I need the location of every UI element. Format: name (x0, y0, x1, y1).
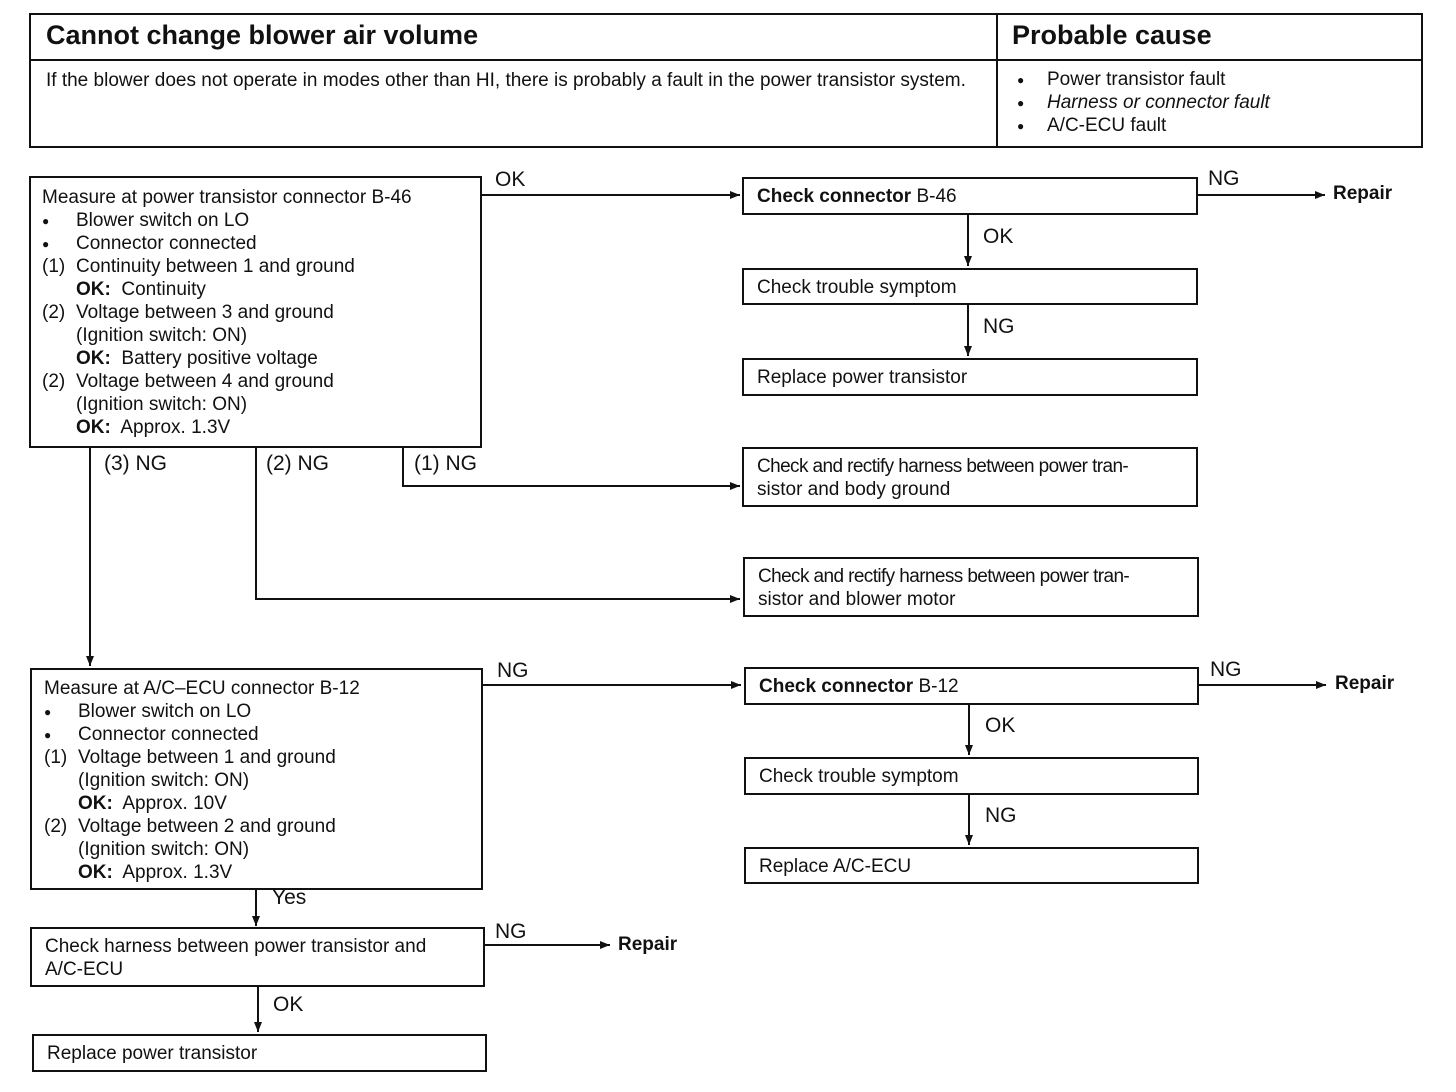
step-condition: (Ignition switch: ON) (78, 839, 250, 860)
symptom-description: If the blower does not operate in modes … (46, 70, 966, 91)
step-condition: (Ignition switch: ON) (76, 325, 248, 346)
flow-label-ng: NG (983, 315, 1015, 338)
step-item: (1)Voltage between 1 and ground (44, 747, 336, 768)
replace-power-transistor-box: Replace power transistor (742, 358, 1198, 396)
check-connector-b46-box: Check connector B-46 (742, 177, 1198, 215)
replace-power-transistor-box-2: Replace power transistor (32, 1034, 487, 1072)
measure-b46-box: Measure at power transistor connector B-… (29, 176, 482, 448)
condition-item: ●Connector connected (44, 724, 259, 745)
ok-criteria: OK: Approx. 1.3V (78, 862, 233, 883)
repair-label: Repair (618, 934, 678, 955)
flow-label-yes: Yes (272, 886, 307, 909)
condition-item: ●Blower switch on LO (44, 701, 252, 722)
measure-b12-box: Measure at A/C–ECU connector B-12 ●Blowe… (30, 668, 483, 890)
probable-cause-title: Probable cause (1012, 20, 1212, 50)
step-item: (1)Continuity between 1 and ground (42, 256, 355, 277)
header-divider-v (996, 13, 998, 148)
measure-b46-title: Measure at power transistor connector B-… (42, 187, 412, 208)
flow-label-ng: NG (985, 804, 1017, 827)
flow-label-ng: NG (1208, 167, 1240, 190)
probable-cause-list: Power transistor fault Harness or connec… (1017, 68, 1270, 138)
check-connector-b12-box: Check connector B-12 (744, 667, 1199, 705)
measure-b12-title: Measure at A/C–ECU connector B-12 (44, 678, 360, 699)
flow-label-ng: NG (495, 920, 527, 943)
step-item: (2)Voltage between 3 and ground (42, 302, 334, 323)
cause-item: A/C-ECU fault (1017, 114, 1270, 138)
step-item: (2)Voltage between 4 and ground (42, 371, 334, 392)
harness-body-ground-box: Check and rectify harness between power … (742, 447, 1198, 507)
flow-label-ng: NG (1210, 658, 1242, 681)
check-trouble-symptom-box-2: Check trouble symptom (744, 757, 1199, 795)
repair-label: Repair (1335, 673, 1395, 694)
flow-label-ng2: (2) NG (266, 452, 329, 475)
check-harness-ecu-box: Check harness between power transistor a… (30, 927, 485, 987)
cause-item: Power transistor fault (1017, 68, 1270, 92)
step-condition: (Ignition switch: ON) (78, 770, 250, 791)
step-condition: (Ignition switch: ON) (76, 394, 248, 415)
step-item: (2)Voltage between 2 and ground (44, 816, 336, 837)
ok-criteria: OK: Approx. 1.3V (76, 417, 231, 438)
condition-item: ●Connector connected (42, 233, 257, 254)
flow-label-ok: OK (983, 225, 1014, 248)
symptom-title: Cannot change blower air volume (46, 20, 479, 50)
ok-criteria: OK: Continuity (76, 279, 206, 300)
flow-label-ng3: (3) NG (104, 452, 167, 475)
repair-label: Repair (1333, 183, 1393, 204)
check-trouble-symptom-box: Check trouble symptom (742, 268, 1198, 305)
condition-item: ●Blower switch on LO (42, 210, 250, 231)
header-divider-h (29, 59, 1423, 61)
flow-label-ok: OK (273, 993, 304, 1016)
cause-item: Harness or connector fault (1017, 91, 1270, 115)
flow-label-ng1: (1) NG (414, 452, 477, 475)
replace-ac-ecu-box: Replace A/C-ECU (744, 847, 1199, 884)
flow-label-ng: NG (497, 659, 529, 682)
ok-criteria: OK: Battery positive voltage (76, 348, 318, 369)
flow-label-ok: OK (495, 168, 526, 191)
flow-label-ok: OK (985, 714, 1016, 737)
ok-criteria: OK: Approx. 10V (78, 793, 227, 814)
harness-blower-motor-box: Check and rectify harness between power … (743, 557, 1199, 617)
